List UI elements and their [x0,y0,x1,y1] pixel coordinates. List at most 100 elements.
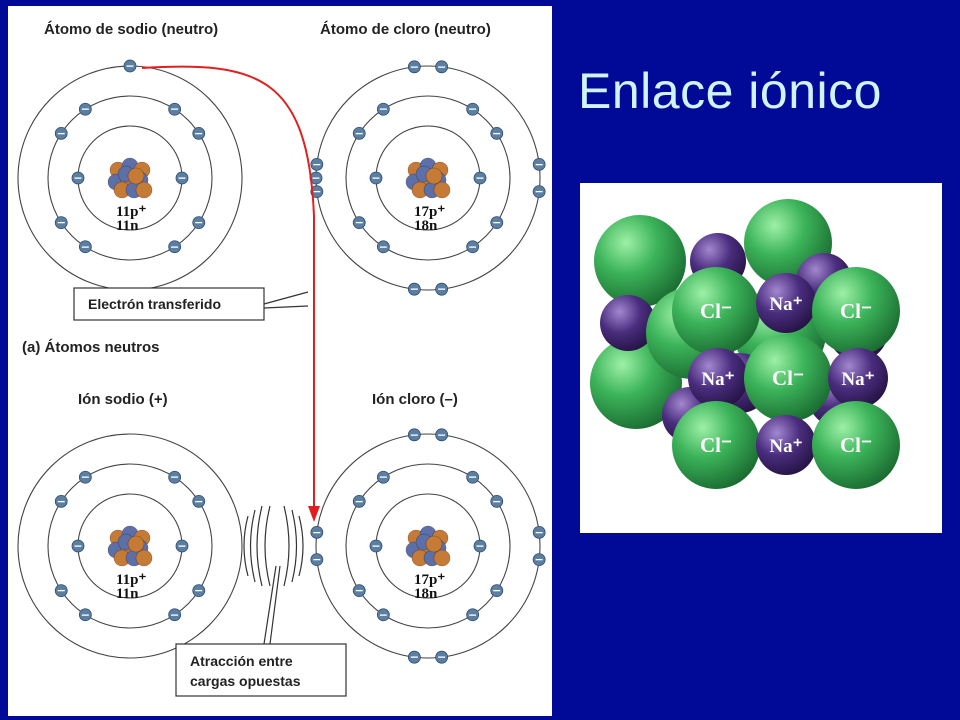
svg-text:−: − [125,60,134,73]
panel-a-caption: (a) Átomos neutros [22,339,160,356]
electron: − [310,158,324,171]
electron: − [490,127,504,140]
electron: − [376,471,390,484]
svg-text:−: − [194,216,203,229]
electron: − [407,60,421,73]
chloride-ion: Cl⁻ [672,267,760,355]
electron: − [435,428,449,441]
transfer-label: Electrón transferido [88,296,221,312]
chloride-ion: Cl⁻ [672,401,760,489]
callout-line [263,291,309,305]
electron: − [78,471,92,484]
svg-text:−: − [379,103,388,116]
svg-text:−: − [170,471,179,484]
attraction-arc [283,505,290,587]
ionic-bond-diagram: Átomo de sodio (neutro) Átomo de cloro (… [8,6,552,716]
svg-text:−: − [379,240,388,253]
electron: − [168,240,182,253]
electron: − [310,526,324,539]
svg-text:−: − [371,540,380,553]
svg-text:−: − [312,553,321,566]
chloride-ion: Cl⁻ [812,267,900,355]
electron: − [352,584,366,597]
svg-text:−: − [371,172,380,185]
electron: − [54,216,68,229]
attraction-arcs [243,505,304,587]
electron: − [532,158,546,171]
svg-text:−: − [73,172,82,185]
crystal-layer: Cl⁻Na⁺Cl⁻Na⁺Cl⁻Na⁺Cl⁻Na⁺Cl⁻ [590,199,900,489]
svg-text:−: − [355,495,364,508]
electron-shell [345,95,511,261]
electron: − [168,471,182,484]
nacl-crystal-image: Cl⁻Na⁺Cl⁻Na⁺Cl⁻Na⁺Cl⁻Na⁺Cl⁻ [580,183,942,533]
attraction-arc [291,509,298,583]
electron: − [352,127,366,140]
svg-text:Na⁺: Na⁺ [769,436,802,457]
chlorine-atom-title: Átomo de cloro (neutro) [320,21,491,38]
svg-text:−: − [492,216,501,229]
svg-text:−: − [535,185,544,198]
svg-text:−: − [492,127,501,140]
attraction-arc [243,515,249,577]
electron: − [466,608,480,621]
chlorine-nucleus: 17p⁺18n [405,157,451,234]
electron: − [376,103,390,116]
svg-text:−: − [492,495,501,508]
svg-text:−: − [355,584,364,597]
sodium-atom-title: Átomo de sodio (neutro) [44,21,218,38]
electron: − [352,216,366,229]
svg-text:−: − [81,103,90,116]
transfer-label-box [73,287,265,321]
electron: − [175,540,189,553]
electron: − [407,283,421,296]
electron: − [54,127,68,140]
svg-text:−: − [57,495,66,508]
electron-transfer-arrow [141,65,315,514]
neutron-count: 11n [116,218,139,234]
electron: − [490,584,504,597]
electron: − [532,526,546,539]
slide-title: Enlace iónico [578,63,882,119]
svg-text:−: − [57,584,66,597]
svg-text:−: − [57,216,66,229]
svg-text:−: − [312,185,321,198]
electron: − [192,495,206,508]
svg-text:−: − [468,471,477,484]
electron: − [352,495,366,508]
svg-text:Na⁺: Na⁺ [769,294,802,315]
proton-count: 11p⁺ [116,572,147,588]
proton-count: 17p⁺ [414,572,445,588]
svg-text:−: − [437,60,446,73]
svg-text:−: − [437,283,446,296]
svg-text:Cl⁻: Cl⁻ [700,299,732,323]
neutron-count: 18n [414,586,438,602]
electron: − [78,103,92,116]
svg-text:−: − [492,584,501,597]
svg-text:−: − [312,526,321,539]
electron: − [407,428,421,441]
neutron-count: 18n [414,218,438,234]
electron: − [407,651,421,664]
svg-text:−: − [535,526,544,539]
proton-count: 11p⁺ [116,204,147,220]
electron: − [435,651,449,664]
callout-line [263,305,309,309]
svg-text:−: − [379,608,388,621]
electron: − [71,540,85,553]
svg-text:Cl⁻: Cl⁻ [772,366,804,390]
callout-line [263,565,277,645]
svg-text:−: − [410,60,419,73]
sodium-ion: Na⁺ [756,273,816,333]
electron: − [466,103,480,116]
electron: − [54,495,68,508]
electron: − [310,185,324,198]
svg-text:−: − [194,584,203,597]
chlorine-ion-title: Ión cloro (–) [372,391,458,408]
sodium-ion [600,295,656,351]
electron: − [490,216,504,229]
electron: − [490,495,504,508]
crystal-lattice-svg: Cl⁻Na⁺Cl⁻Na⁺Cl⁻Na⁺Cl⁻Na⁺Cl⁻ [590,199,900,489]
arrow-head [308,506,320,522]
electron: − [175,172,189,185]
